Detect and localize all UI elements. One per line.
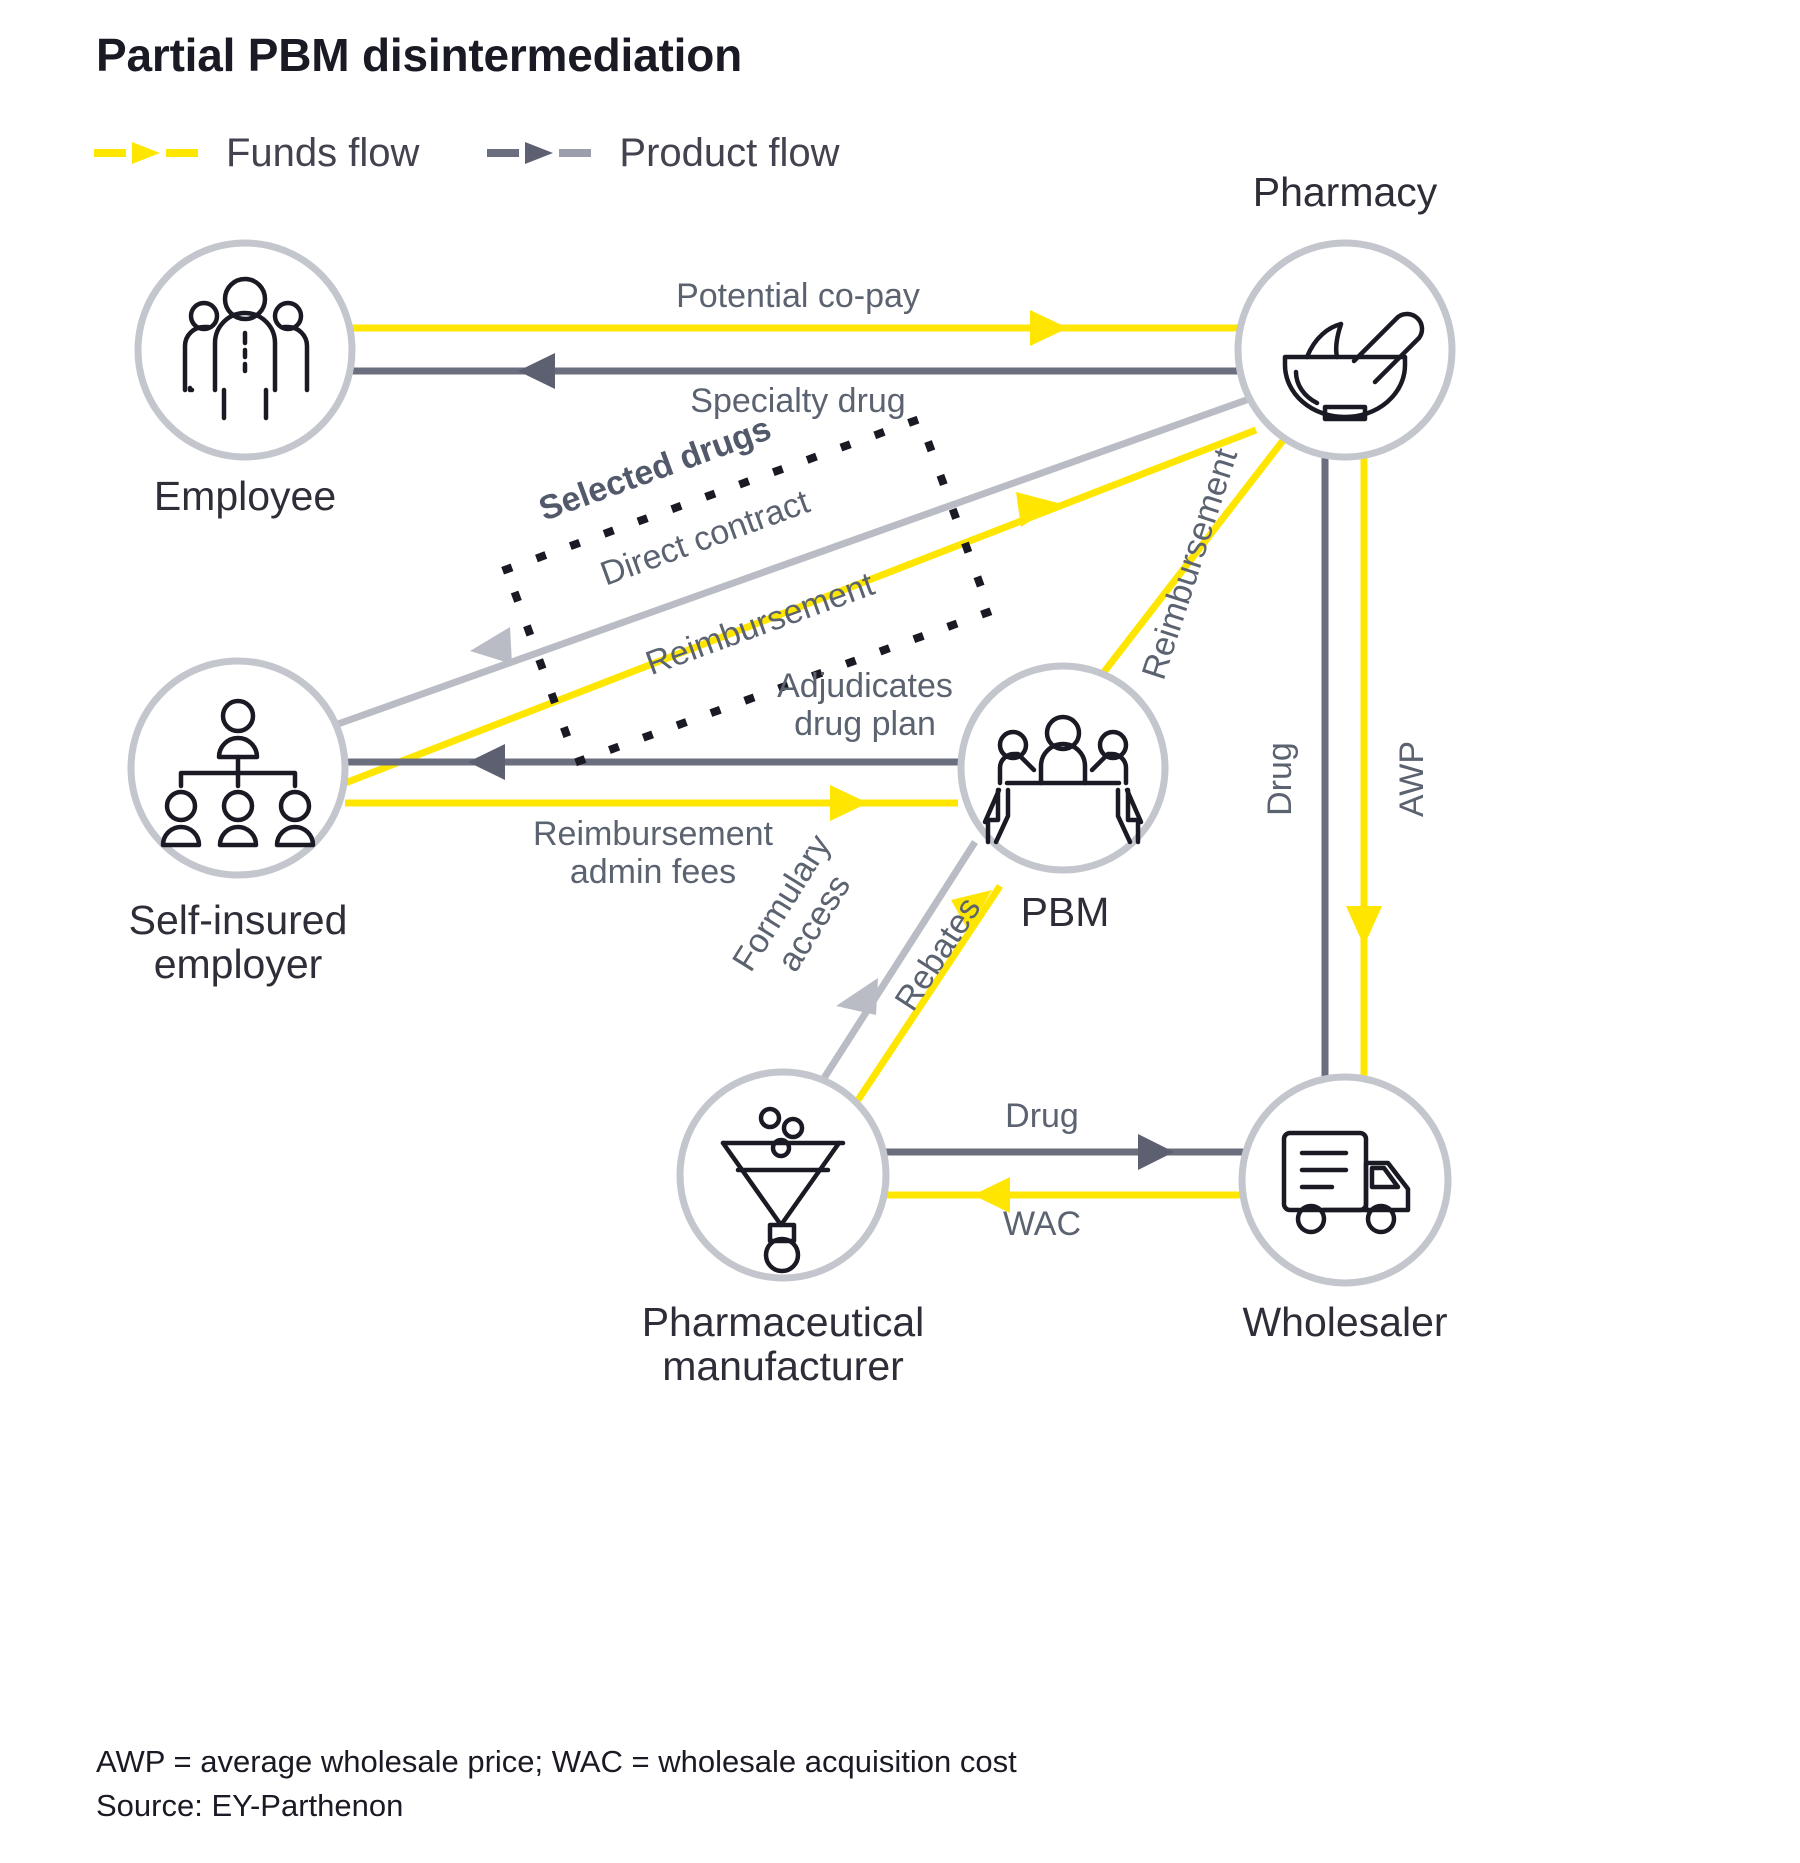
edge-wac — [886, 1177, 1258, 1213]
edge-specialty-drug — [352, 353, 1240, 389]
edge-rebates — [855, 884, 1003, 1102]
footnote-source: Source: EY-Parthenon — [96, 1788, 404, 1824]
node-label-employer: Self-insured employer — [128, 897, 348, 988]
edge-label-adjudicates: Adjudicates drug plan — [777, 667, 953, 744]
edge-label-wac: WAC — [1002, 1205, 1082, 1243]
node-employer[interactable] — [127, 657, 349, 879]
edge-label-drug-bottom: Drug — [1005, 1097, 1079, 1135]
node-wholesaler[interactable] — [1238, 1073, 1452, 1287]
edge-label-drug-right: Drug — [1260, 742, 1299, 816]
meeting-table-icon — [982, 714, 1144, 845]
product-flow-key-icon — [487, 142, 592, 164]
edge-direct-contract — [336, 394, 1254, 728]
footnote-abbreviations: AWP = average wholesale price; WAC = who… — [96, 1744, 1017, 1779]
edge-reimbursement-employer-pharmacy — [338, 426, 1258, 789]
legend-label-funds-flow: Funds flow — [226, 131, 420, 175]
delivery-truck-icon — [1281, 1130, 1411, 1235]
edge-adjudicates — [345, 744, 958, 780]
edge-label-specialty-drug: Specialty drug — [690, 382, 906, 420]
edge-awp — [1346, 400, 1382, 1108]
node-manufacturer[interactable] — [676, 1068, 890, 1282]
node-label-wholesaler: Wholesaler — [1242, 1299, 1448, 1345]
mortar-pestle-icon — [1282, 311, 1425, 422]
node-pharmacy[interactable] — [1234, 239, 1456, 461]
edge-label-copay: Potential co-pay — [676, 277, 920, 315]
footnote: AWP = average wholesale price; WAC = who… — [96, 1740, 1017, 1828]
edge-reimbursement-pbm-pharmacy — [1087, 422, 1298, 693]
edge-label-awp: AWP — [1392, 740, 1431, 818]
legend-item-product-flow: Product flow — [485, 131, 840, 175]
node-pbm[interactable] — [957, 662, 1169, 874]
funds-flow-key-icon — [94, 142, 198, 164]
selected-drugs-callout-box — [501, 413, 996, 768]
people-group-icon — [182, 276, 310, 421]
node-label-pbm: PBM — [1020, 889, 1110, 935]
legend-label-product-flow: Product flow — [619, 131, 840, 175]
edge-drug-bottom — [886, 1134, 1258, 1170]
edge-reimbursement-admin-fees — [345, 785, 958, 821]
node-label-manufacturer: Pharmaceutical manufacturer — [641, 1299, 925, 1390]
page-title: Partial PBM disintermediation — [96, 29, 742, 81]
org-chart-icon — [160, 698, 316, 848]
node-label-pharmacy: Pharmacy — [1252, 169, 1438, 215]
funnel-icon — [720, 1106, 846, 1274]
legend: Funds flow Product flow — [92, 133, 840, 173]
legend-item-funds-flow: Funds flow — [92, 133, 419, 173]
edge-formulary-access — [807, 840, 978, 1102]
node-label-employee: Employee — [153, 473, 337, 519]
node-employee[interactable] — [134, 239, 356, 461]
edge-copay — [352, 310, 1240, 346]
edge-label-reimbursement-admin-fees: Reimbursement admin fees — [533, 815, 773, 892]
